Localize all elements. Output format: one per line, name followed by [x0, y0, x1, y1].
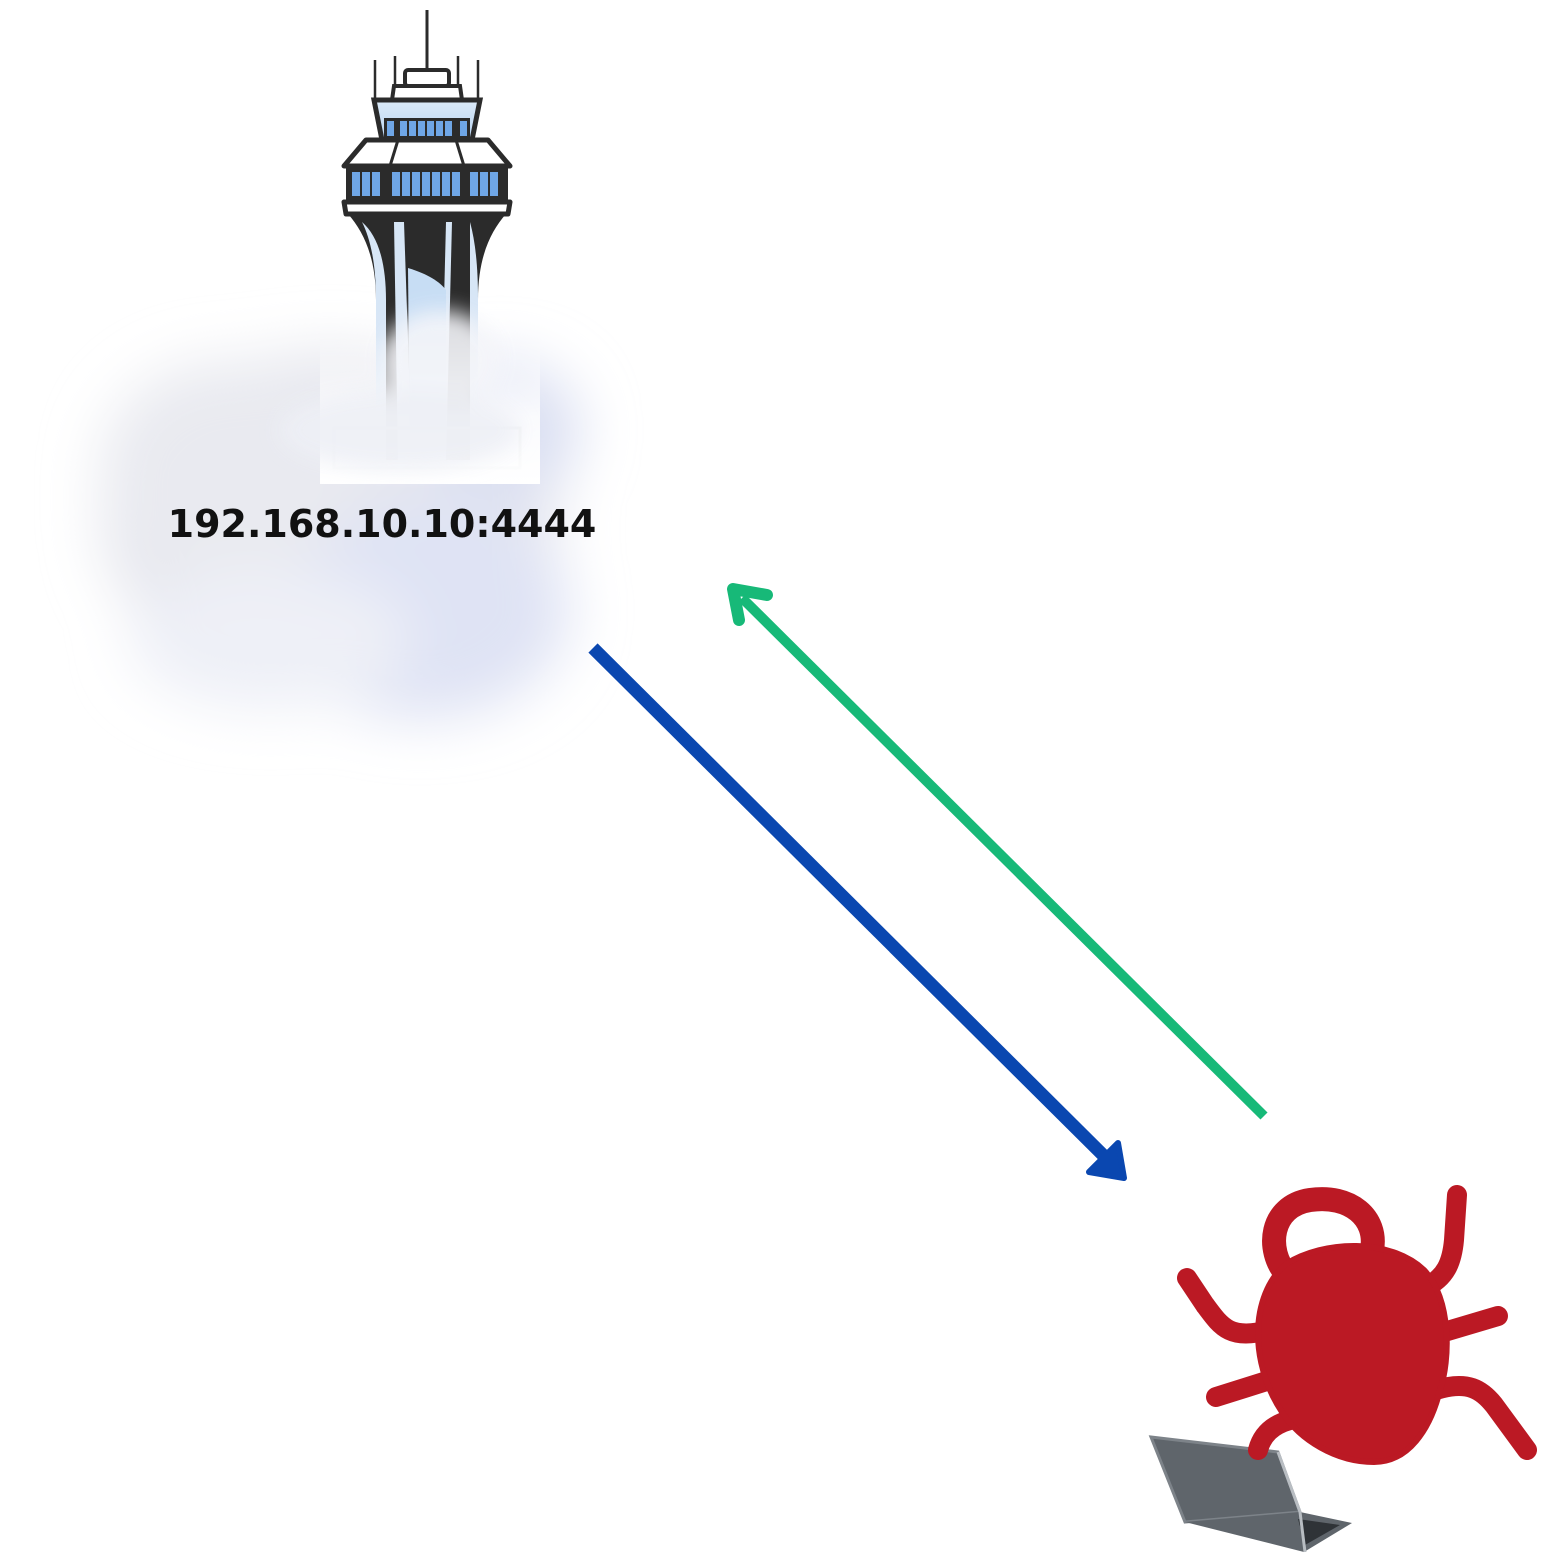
connection-server-to-client: [588, 643, 1127, 1181]
control-tower-in-cloud-icon: [100, 10, 580, 720]
malware-bug-icon: [1177, 1185, 1537, 1465]
server-address-label: 192.168.10.10:4444: [168, 502, 597, 546]
arrowhead-up-icon: [727, 583, 773, 626]
arrowhead-down-icon: [1086, 1140, 1127, 1181]
connection-client-to-server: [727, 583, 1268, 1120]
